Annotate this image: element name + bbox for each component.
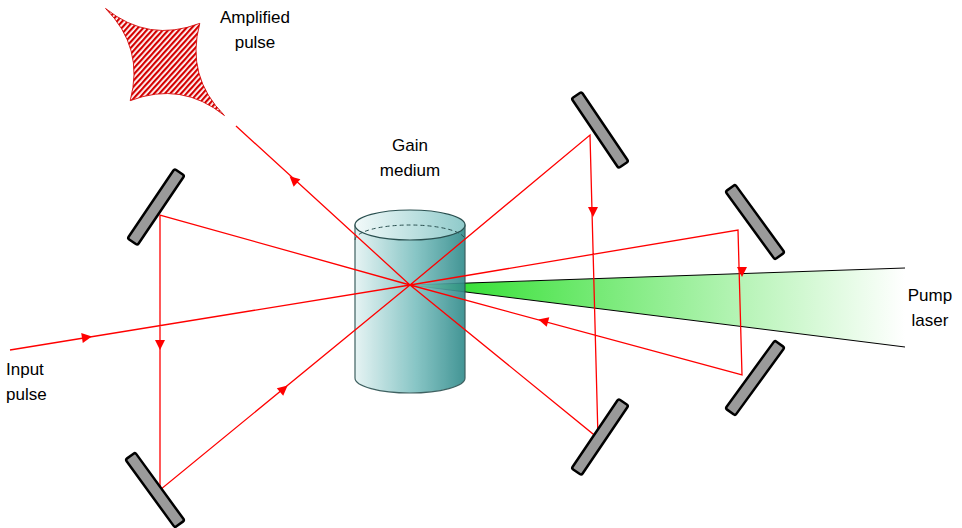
mirrors	[125, 92, 784, 528]
beam-label: Pump laser	[902, 283, 958, 333]
gain-medium-cylinder	[355, 210, 465, 393]
beam-arrowheads	[81, 173, 747, 396]
part-label: Gain medium	[370, 133, 450, 183]
pulse-label: Amplified pulse	[209, 5, 301, 55]
pump-beam	[410, 268, 905, 347]
beam-label: Input pulse	[6, 357, 66, 407]
beam-path	[10, 126, 742, 490]
